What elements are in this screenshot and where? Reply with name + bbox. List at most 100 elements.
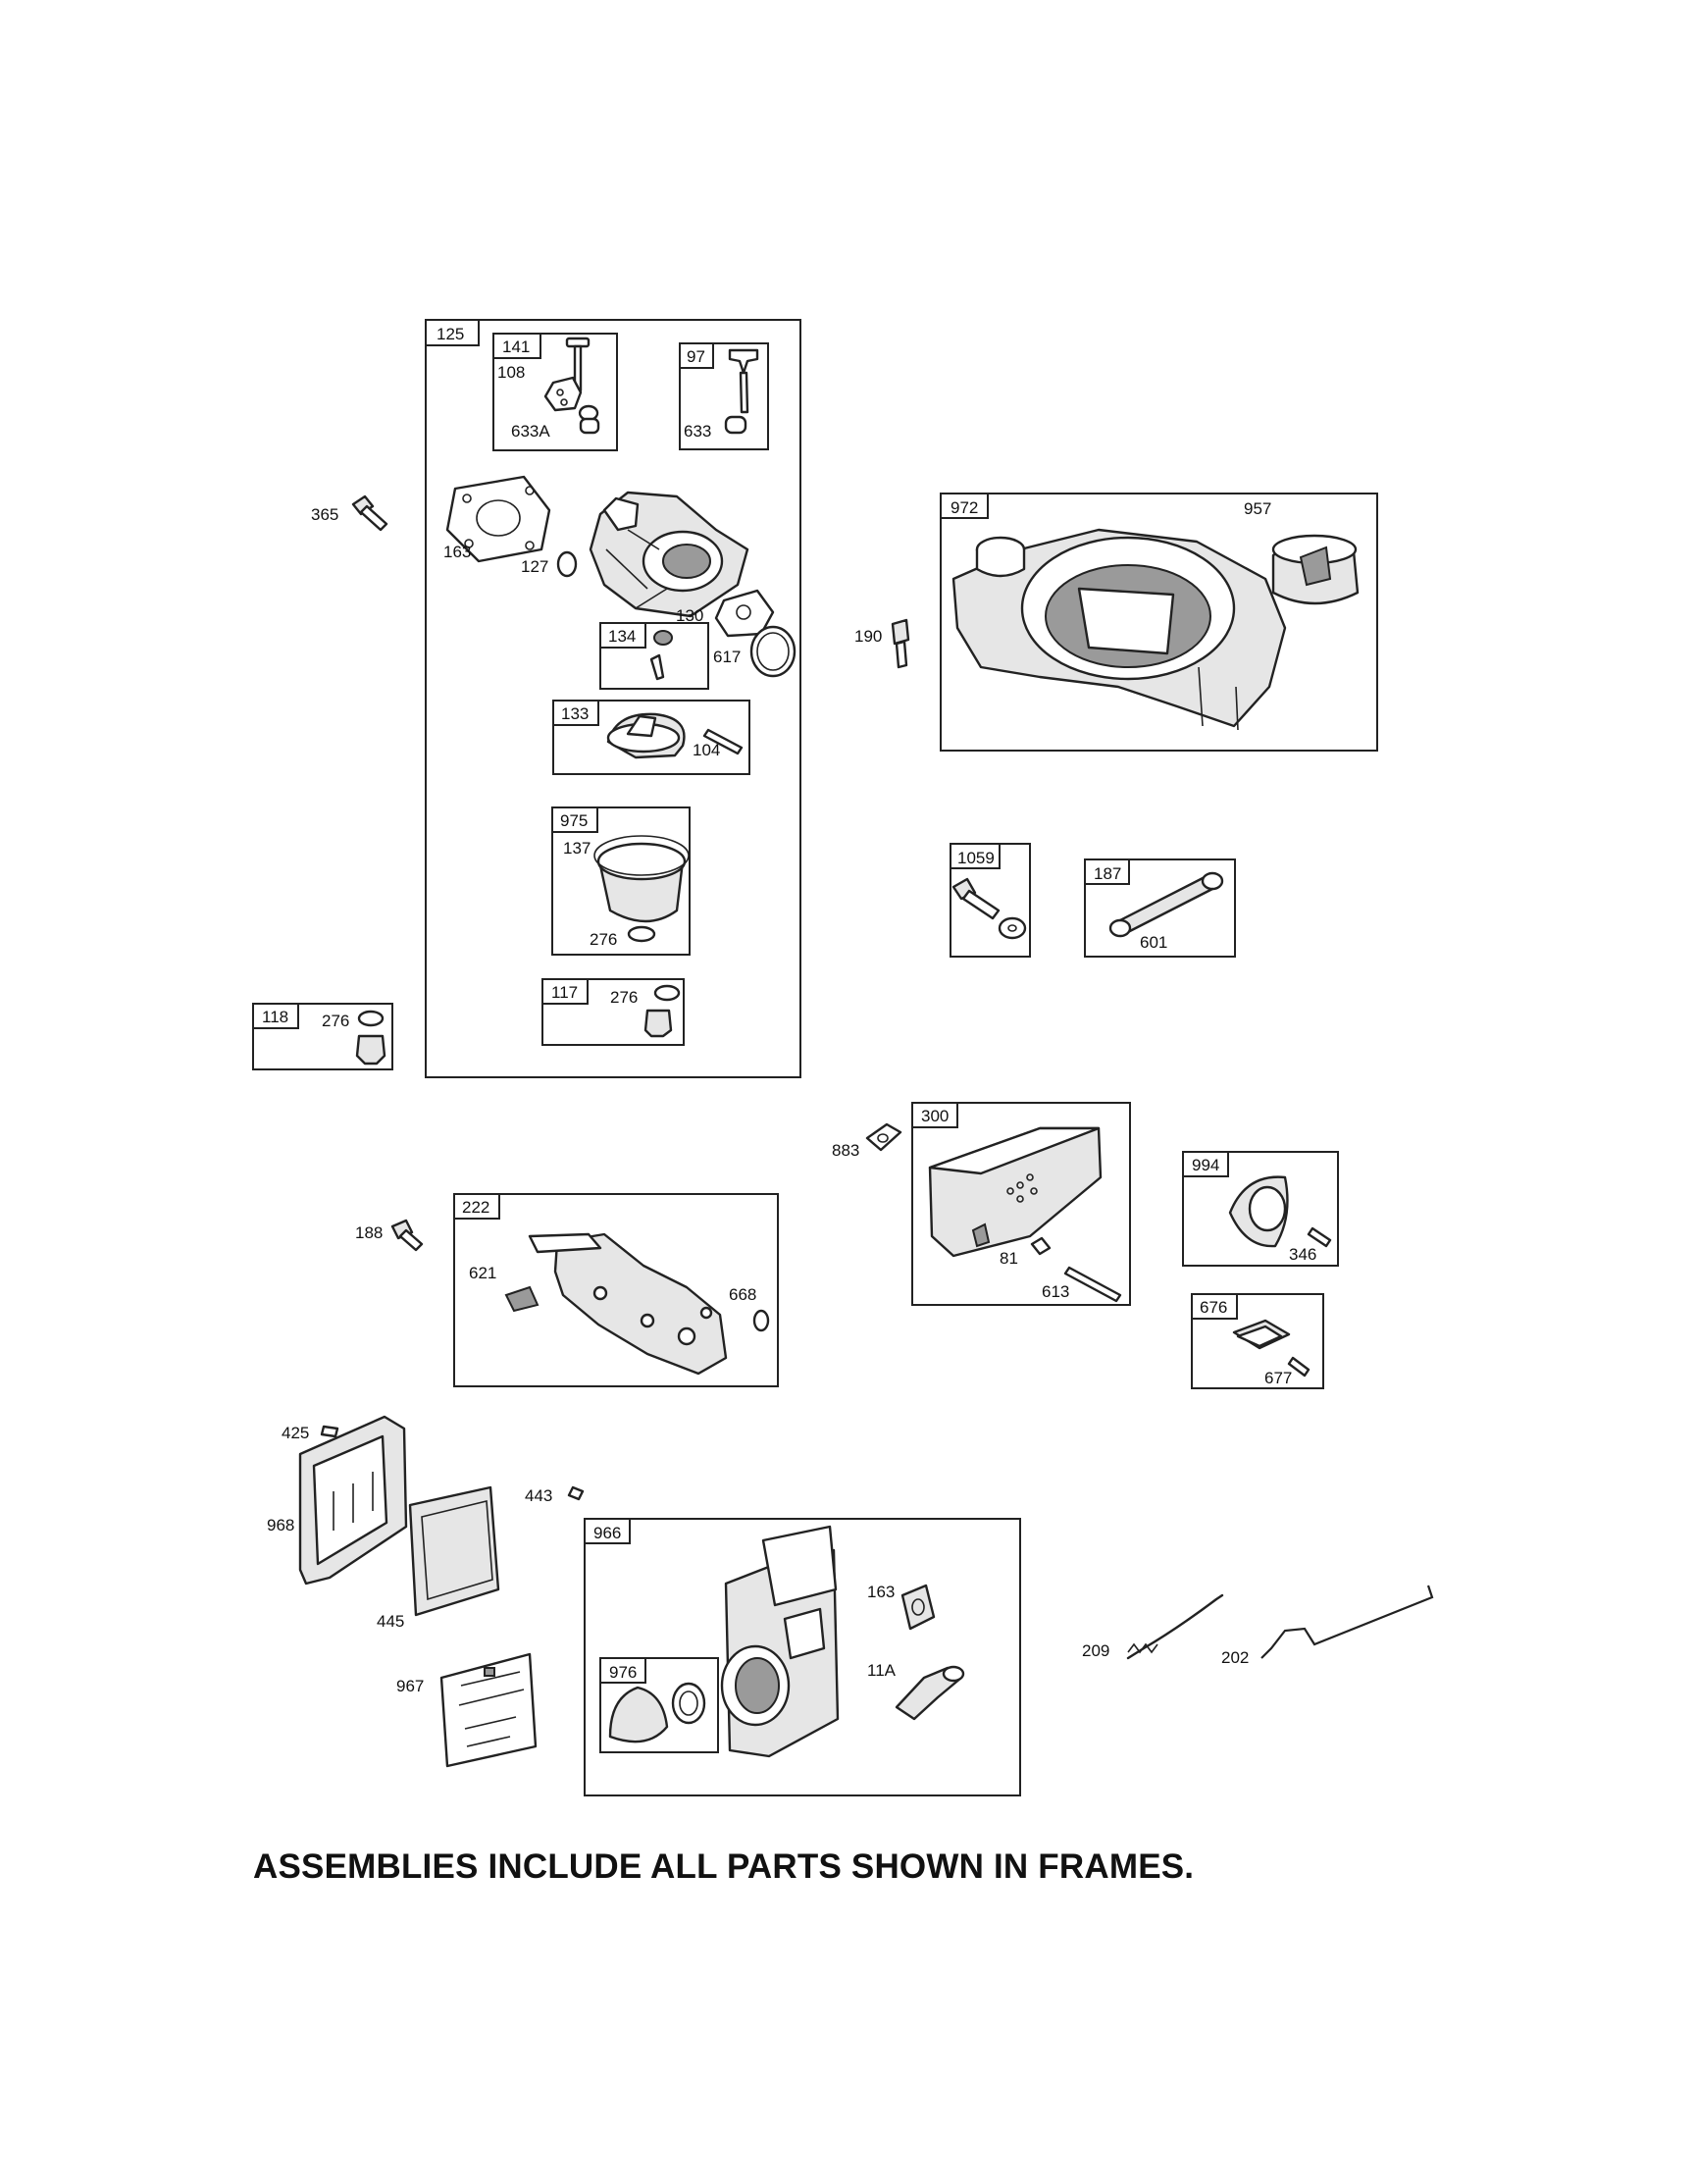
frame-972: 972 957 — [940, 493, 1378, 752]
part-label-633A: 633A — [511, 422, 550, 441]
washer-1059 — [998, 916, 1027, 940]
gasket-163 — [445, 475, 551, 563]
frame-tab-676: 676 — [1200, 1298, 1227, 1317]
part-label-425: 425 — [282, 1424, 309, 1442]
o-ring-617 — [749, 625, 797, 678]
muffler-bolt-613 — [1063, 1266, 1122, 1303]
frame-tab-125: 125 — [437, 325, 464, 343]
part-label-967: 967 — [396, 1677, 424, 1695]
part-label-11A: 11A — [867, 1661, 897, 1680]
bowl-nut-117 — [643, 1009, 673, 1038]
screw-425 — [320, 1425, 339, 1438]
gasket-163-base — [900, 1584, 936, 1631]
frame-tab-994: 994 — [1192, 1156, 1219, 1174]
float-hinge-pin-104 — [702, 728, 744, 755]
frame-187: 187 601 — [1084, 858, 1236, 958]
frame-tab-966: 966 — [593, 1524, 621, 1542]
frame-tab-117: 117 — [551, 983, 578, 1002]
control-lever-621 — [504, 1285, 540, 1313]
frame-141: 141 108 633A — [492, 333, 618, 451]
frame-tab-222: 222 — [462, 1198, 489, 1217]
frame-tab-976: 976 — [609, 1663, 637, 1682]
frame-222: 222 621 668 — [453, 1193, 779, 1387]
frame-300: 300 81 613 — [911, 1102, 1131, 1306]
frame-tab-97: 97 — [687, 347, 705, 366]
o-ring-127 — [556, 550, 578, 578]
part-label-621: 621 — [469, 1264, 496, 1282]
part-label-276-bowl: 276 — [590, 930, 617, 949]
frame-975: 975 137 276 — [551, 806, 691, 956]
frame-tab-134: 134 — [608, 627, 636, 646]
pre-filter-976 — [608, 1686, 669, 1743]
frame-976: 976 — [599, 1657, 719, 1753]
part-label-209: 209 — [1082, 1641, 1109, 1660]
air-cleaner-parts: 425 968 445 443 967 — [267, 1415, 585, 1768]
frame-676: 676 677 — [1191, 1293, 1324, 1389]
throttle-valve-stem — [739, 371, 749, 414]
screw-346 — [1307, 1226, 1332, 1248]
frame-1059: 1059 — [950, 843, 1031, 958]
air-filter-445 — [408, 1485, 500, 1617]
control-bracket — [553, 1232, 728, 1376]
bowl-washer-276 — [627, 925, 656, 943]
part-label-163: 163 — [443, 543, 471, 561]
part-label-601: 601 — [1140, 933, 1167, 952]
assemblies-caption: ASSEMBLIES INCLUDE ALL PARTS SHOWN IN FR… — [253, 1847, 1195, 1886]
frame-tab-1059: 1059 — [957, 849, 995, 867]
washer-276-117 — [653, 984, 681, 1002]
part-label-190: 190 — [854, 627, 882, 646]
part-label-276-117: 276 — [610, 988, 638, 1007]
part-label-188: 188 — [355, 1223, 383, 1242]
part-label-163-base: 163 — [867, 1583, 895, 1601]
screw-365: 365 — [311, 494, 388, 532]
part-label-365: 365 — [311, 505, 338, 524]
governor-link-202: 202 — [1221, 1585, 1434, 1667]
screw-677 — [1287, 1356, 1311, 1378]
part-label-957: 957 — [1244, 499, 1271, 518]
fuel-line-601 — [1114, 873, 1218, 936]
bowl-nut-118 — [355, 1034, 386, 1066]
frame-tab-141: 141 — [502, 338, 530, 356]
frame-134: 134 — [599, 622, 709, 690]
part-label-137: 137 — [563, 839, 591, 858]
decal-967 — [439, 1652, 538, 1768]
gasket-883: 883 — [832, 1122, 902, 1160]
frame-118: 118 276 — [252, 1003, 393, 1070]
frame-97: 97 633 — [679, 342, 769, 450]
part-label-276-118: 276 — [322, 1012, 349, 1030]
frame-tab-133: 133 — [561, 704, 589, 723]
part-label-346: 346 — [1289, 1245, 1316, 1264]
seal-633 — [724, 415, 747, 435]
fitting-190: 190 — [854, 618, 910, 669]
frame-tab-118: 118 — [262, 1008, 288, 1026]
frame-tab-300: 300 — [921, 1107, 949, 1125]
inlet-needle — [649, 653, 665, 681]
screw-188: 188 — [355, 1219, 424, 1252]
frame-tab-975: 975 — [560, 811, 588, 830]
nut-668 — [752, 1309, 770, 1332]
part-label-443: 443 — [525, 1486, 552, 1505]
part-label-617: 617 — [713, 648, 741, 666]
carburetor-body: 163 127 130 617 — [443, 475, 797, 678]
throttle-valve-head — [728, 348, 759, 375]
part-label-81: 81 — [1000, 1249, 1018, 1268]
frame-tab-187: 187 — [1094, 864, 1121, 883]
part-label-613: 613 — [1042, 1282, 1069, 1301]
frame-966: 966 163 11A — [584, 1518, 1021, 1796]
muffler-screw-81 — [1030, 1236, 1052, 1256]
inlet-needle-seat — [653, 630, 673, 646]
part-label-130: 130 — [676, 606, 703, 625]
part-label-883: 883 — [832, 1141, 859, 1160]
part-label-677: 677 — [1264, 1369, 1292, 1387]
part-label-668: 668 — [729, 1285, 756, 1304]
part-label-633: 633 — [684, 422, 711, 441]
part-label-445: 445 — [377, 1612, 404, 1631]
frame-117: 117 276 — [541, 978, 685, 1046]
frame-994: 994 346 — [1182, 1151, 1339, 1267]
part-label-127: 127 — [521, 557, 548, 576]
screw-443 — [567, 1485, 585, 1501]
frame-133: 133 104 — [552, 700, 750, 775]
part-label-968: 968 — [267, 1516, 294, 1534]
frame-tab-972: 972 — [951, 498, 978, 517]
